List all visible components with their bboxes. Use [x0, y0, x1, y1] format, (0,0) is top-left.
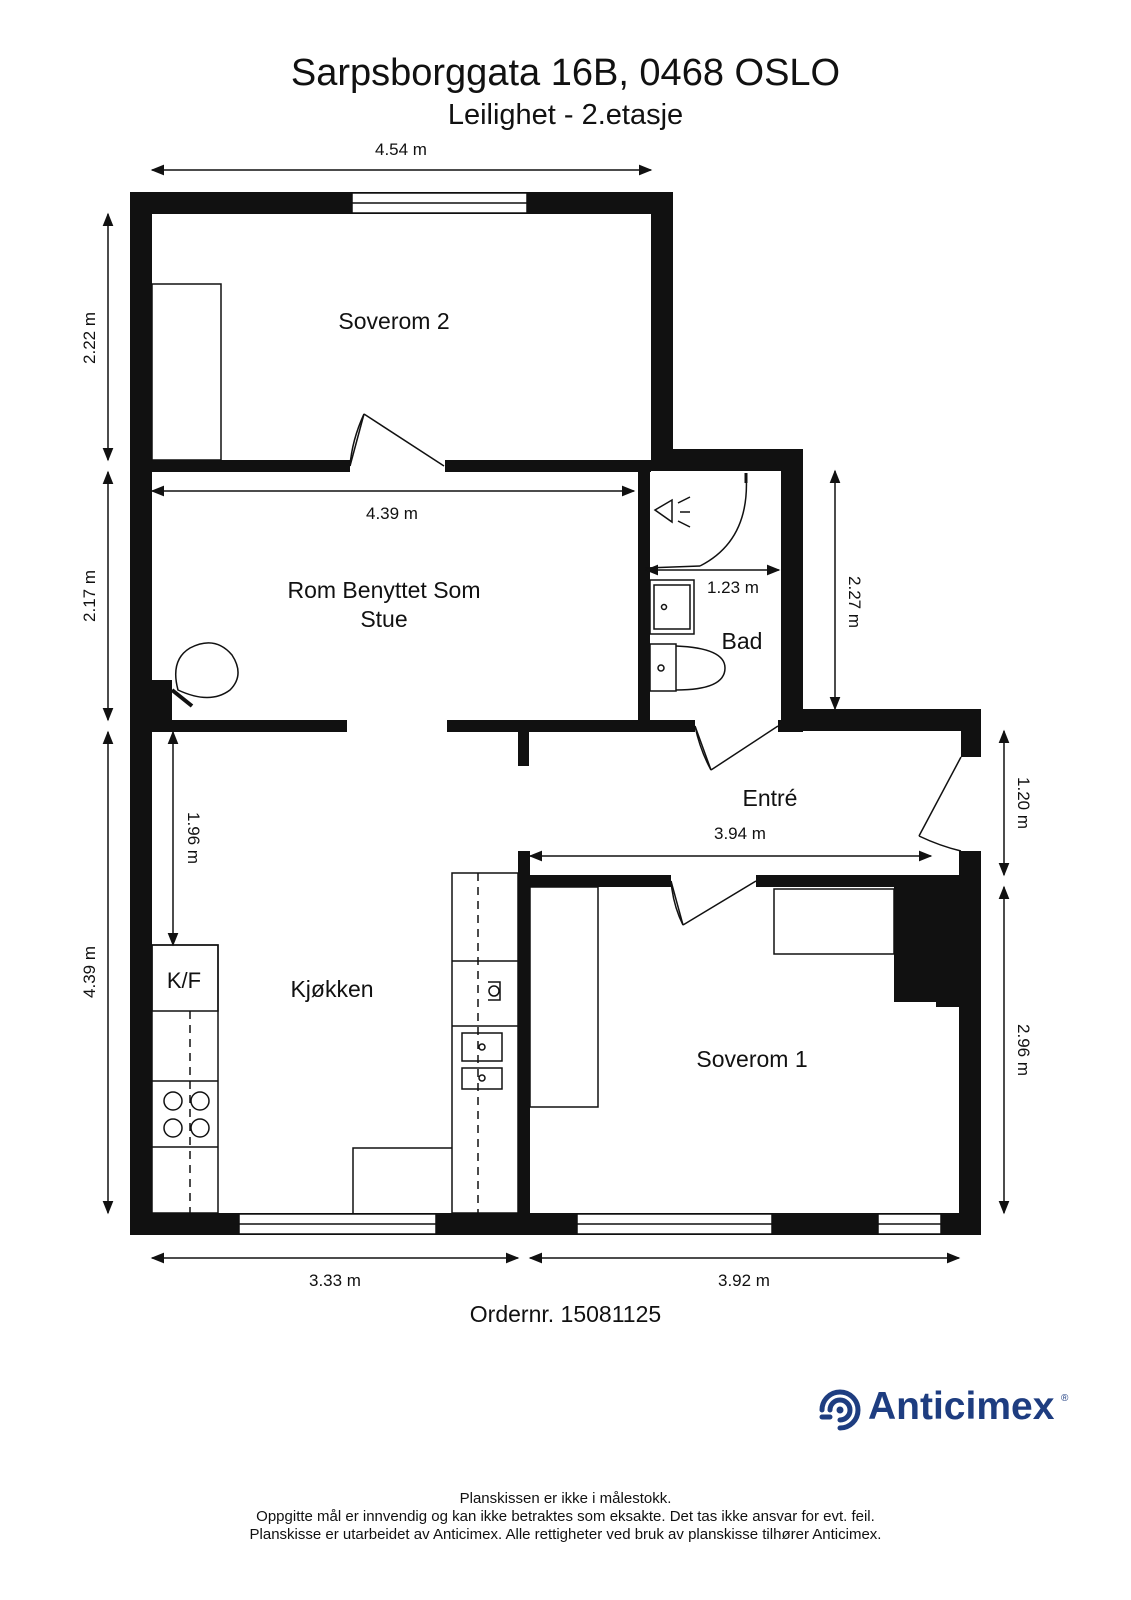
- dim-bottom-left: 3.33 m: [309, 1271, 361, 1290]
- dim-stue-width: 4.39 m: [366, 504, 418, 523]
- dim-left-kjokken: 4.39 m: [80, 946, 99, 998]
- room-label-bad: Bad: [722, 628, 763, 654]
- walls: [130, 192, 981, 1235]
- room-label-kjokken: Kjøkken: [290, 976, 373, 1002]
- dim-left-soverom2: 2.22 m: [80, 312, 99, 364]
- anticimex-logo: Anticimex ®: [816, 1385, 1076, 1435]
- room-label-entre: Entré: [743, 785, 798, 811]
- dim-bad-width: 1.23 m: [707, 578, 759, 597]
- dim-left-stue: 2.17 m: [80, 570, 99, 622]
- dim-right-bad: 2.27 m: [845, 576, 864, 628]
- dim-entre-width: 3.94 m: [714, 824, 766, 843]
- order-number: Ordernr. 15081125: [469, 1301, 662, 1327]
- windows: [238, 192, 942, 1235]
- room-label-soverom1: Soverom 1: [696, 1046, 807, 1072]
- dim-right-entre: 1.20 m: [1014, 777, 1033, 829]
- registered-mark: ®: [1061, 1393, 1069, 1404]
- footer-line-1: Planskissen er ikke i målestokk.: [459, 1490, 672, 1507]
- anticimex-wordmark: Anticimex: [868, 1385, 1055, 1428]
- room-label-stue-line1: Rom Benyttet Som: [287, 577, 480, 603]
- footer-line-2: Oppgitte mål er innvendig og kan ikke be…: [256, 1508, 875, 1525]
- room-label-stue-line2: Stue: [360, 606, 407, 632]
- dimension-lines: [102, 164, 1010, 1264]
- fixtures: [151, 283, 895, 1214]
- fridge-label: K/F: [167, 968, 201, 993]
- plan-address-title: Sarpsborggata 16B, 0468 OSLO: [290, 52, 841, 94]
- footer-line-3: Planskisse er utarbeidet av Anticimex. A…: [249, 1526, 882, 1543]
- room-label-soverom2: Soverom 2: [338, 308, 449, 334]
- dim-bottom-right: 3.92 m: [718, 1271, 770, 1290]
- dim-top-width: 4.54 m: [375, 140, 427, 159]
- anticimex-logo-icon: [819, 1389, 861, 1431]
- dim-right-soverom1: 2.96 m: [1014, 1024, 1033, 1076]
- dim-inner-kjokken: 1.96 m: [184, 812, 203, 864]
- plan-unit-subtitle: Leilighet - 2.etasje: [447, 99, 684, 131]
